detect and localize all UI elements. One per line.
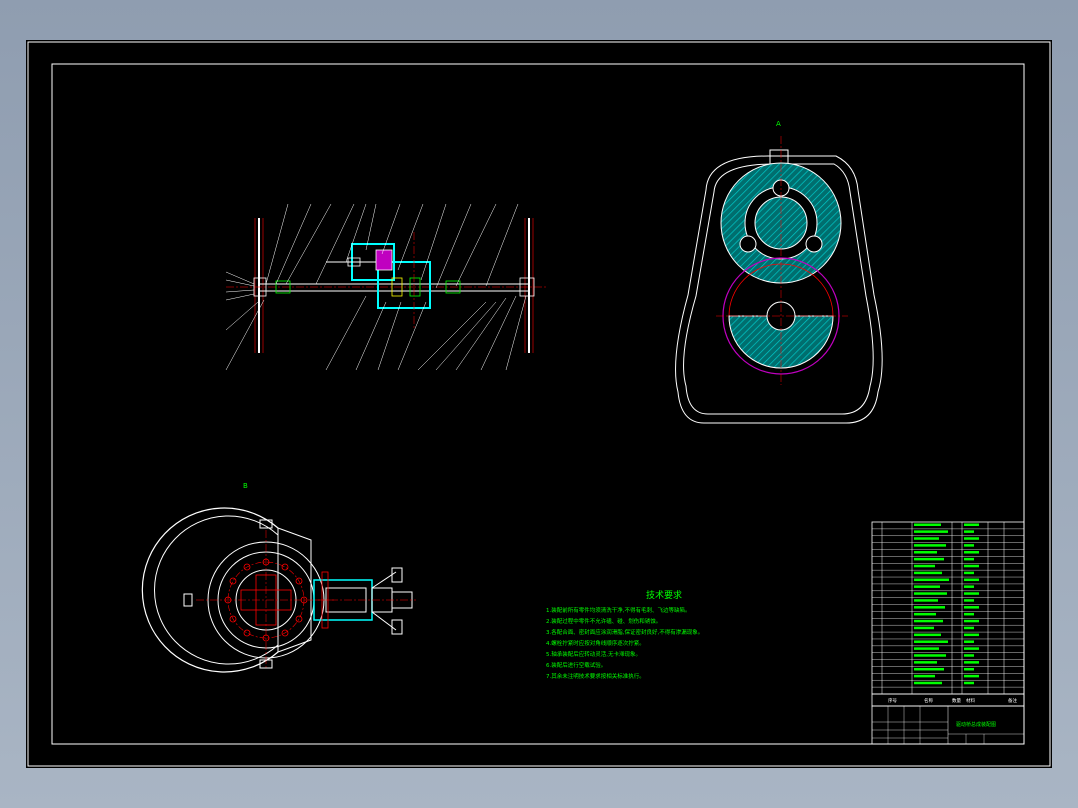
parts-row-text-mark bbox=[914, 626, 934, 630]
tech-req-line-1: 1.装配前所有零件均须清洗干净,不得有毛刺、飞边等缺陷。 bbox=[546, 606, 691, 614]
header-seq: 序号 bbox=[888, 697, 897, 704]
parts-row-material-mark bbox=[964, 585, 974, 588]
tech-req-line-4: 4.螺栓拧紧时应按对角线顺序逐次拧紧。 bbox=[546, 639, 645, 647]
parts-row-text-mark bbox=[914, 619, 943, 623]
tech-req-line-3: 3.各配合面、密封面应涂润滑脂,保证密封良好,不得有渗漏现象。 bbox=[546, 628, 703, 636]
view-label-a: A bbox=[776, 120, 781, 128]
axle-assembly-view bbox=[225, 203, 546, 371]
parts-row-material-mark bbox=[964, 599, 974, 602]
header-name: 名称 bbox=[924, 697, 933, 704]
tech-req-title: 技术要求 bbox=[646, 589, 682, 601]
parts-row-material-mark bbox=[964, 612, 974, 616]
parts-row-text-mark bbox=[914, 530, 948, 533]
parts-row-text-mark bbox=[914, 592, 947, 595]
parts-row-text-mark bbox=[914, 606, 945, 609]
parts-row-text-mark bbox=[914, 681, 942, 685]
parts-row-material-mark bbox=[964, 564, 979, 568]
parts-row-text-mark bbox=[914, 537, 939, 540]
parts-row-material-mark bbox=[964, 551, 979, 554]
housing-top-boss bbox=[769, 149, 789, 165]
tech-req-line-7: 7.其余未注明技术要求按相关标准执行。 bbox=[546, 672, 645, 680]
parts-row-text-mark bbox=[914, 585, 940, 588]
housing-section-view: A bbox=[675, 120, 883, 424]
tech-req-line-2: 2.装配过程中零件不允许磕、碰、划伤和锈蚀。 bbox=[546, 617, 661, 625]
parts-row-text-mark bbox=[914, 557, 944, 561]
parts-row-text-mark bbox=[914, 674, 935, 678]
parts-row-material-mark bbox=[964, 667, 974, 671]
outer-frame bbox=[27, 41, 1051, 767]
tech-req-line-6: 6.装配后进行空载试验。 bbox=[546, 661, 606, 669]
parts-row-material-mark bbox=[964, 674, 979, 678]
parts-row-material-mark bbox=[964, 647, 979, 650]
parts-row-material-mark bbox=[964, 626, 974, 630]
parts-row-text-mark bbox=[914, 633, 941, 637]
parts-row-material-mark bbox=[964, 530, 974, 533]
parts-row-material-mark bbox=[964, 537, 979, 540]
parts-row-material-mark bbox=[964, 606, 979, 609]
parts-row-text-mark bbox=[914, 599, 938, 602]
hub-casing-outline bbox=[141, 507, 279, 673]
parts-row-text-mark bbox=[914, 564, 935, 568]
housing-inner-outline bbox=[683, 163, 874, 415]
technical-requirements: 技术要求 1.装配前所有零件均须清洗干净,不得有毛刺、飞边等缺陷。 2.装配过程… bbox=[546, 589, 703, 680]
parts-row-text-mark bbox=[914, 551, 937, 554]
parts-row-material-mark bbox=[964, 654, 974, 657]
tech-req-line-5: 5.轴承装配后应转动灵活,无卡滞现象。 bbox=[546, 650, 641, 658]
header-material: 材料 bbox=[966, 697, 975, 704]
hub-bolt-holes bbox=[224, 558, 308, 642]
parts-row-material-mark bbox=[964, 633, 979, 637]
parts-row-text-mark bbox=[914, 612, 936, 616]
parts-row-text-mark bbox=[914, 523, 941, 526]
view-label-b: B bbox=[243, 482, 248, 490]
parts-row-text-mark bbox=[914, 571, 942, 575]
header-qty: 数量 bbox=[952, 697, 961, 704]
parts-row-text-mark bbox=[914, 544, 946, 547]
parts-row-text-mark bbox=[914, 647, 939, 650]
drawing-title: 驱动桥总成装配图 bbox=[956, 721, 996, 728]
housing-outer-outline bbox=[675, 155, 883, 424]
differential-housing-main bbox=[377, 261, 431, 309]
parts-row-material-mark bbox=[964, 681, 974, 685]
parts-row-material-mark bbox=[964, 557, 974, 561]
parts-row-material-mark bbox=[964, 619, 979, 623]
parts-row-material-mark bbox=[964, 544, 974, 547]
leader-lines bbox=[225, 203, 527, 371]
drawing-canvas: A B bbox=[27, 41, 1051, 767]
parts-row-material-mark bbox=[964, 640, 974, 643]
parts-row-material-mark bbox=[964, 571, 974, 575]
hub-end-view: B bbox=[141, 482, 416, 673]
cad-drawing-sheet: A B bbox=[26, 40, 1052, 768]
parts-row-text-mark bbox=[914, 667, 944, 671]
parts-row-material-mark bbox=[964, 523, 979, 526]
parts-row-material-mark bbox=[964, 592, 979, 595]
parts-list-table: 序号 名称 数量 材料 备注 驱动桥总成装配图 bbox=[871, 521, 1025, 745]
parts-row-text-mark bbox=[914, 654, 946, 657]
header-remark: 备注 bbox=[1008, 697, 1017, 704]
parts-row-text-mark bbox=[914, 640, 948, 643]
inner-frame bbox=[51, 63, 1025, 745]
parts-row-material-mark bbox=[964, 661, 979, 664]
parts-row-text-mark bbox=[914, 578, 949, 582]
parts-row-text-mark bbox=[914, 661, 937, 664]
parts-row-material-mark bbox=[964, 578, 979, 582]
